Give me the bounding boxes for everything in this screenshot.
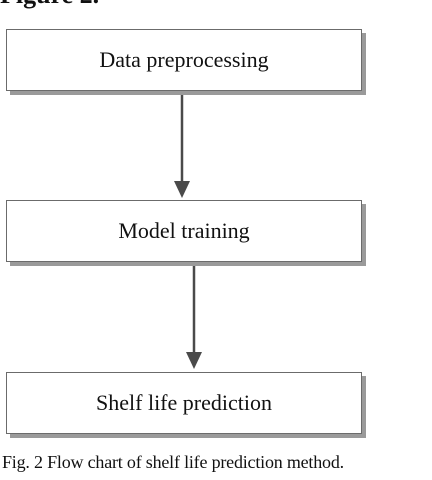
figure-caption: Fig. 2 Flow chart of shelf life predicti… (2, 452, 344, 472)
step-label: Model training (118, 218, 250, 243)
step-shelf-life-prediction: Shelf life prediction (6, 372, 362, 434)
arrow-2-head (186, 352, 202, 369)
step-label: Data preprocessing (99, 47, 269, 72)
step-label: Shelf life prediction (96, 390, 272, 415)
arrow-1-head (174, 181, 190, 198)
figure-label: Figure 2. (0, 0, 99, 8)
step-model-training: Model training (6, 200, 362, 262)
step-data-preprocessing: Data preprocessing (6, 29, 362, 91)
arrow-1 (174, 95, 190, 198)
arrow-2 (186, 266, 202, 369)
